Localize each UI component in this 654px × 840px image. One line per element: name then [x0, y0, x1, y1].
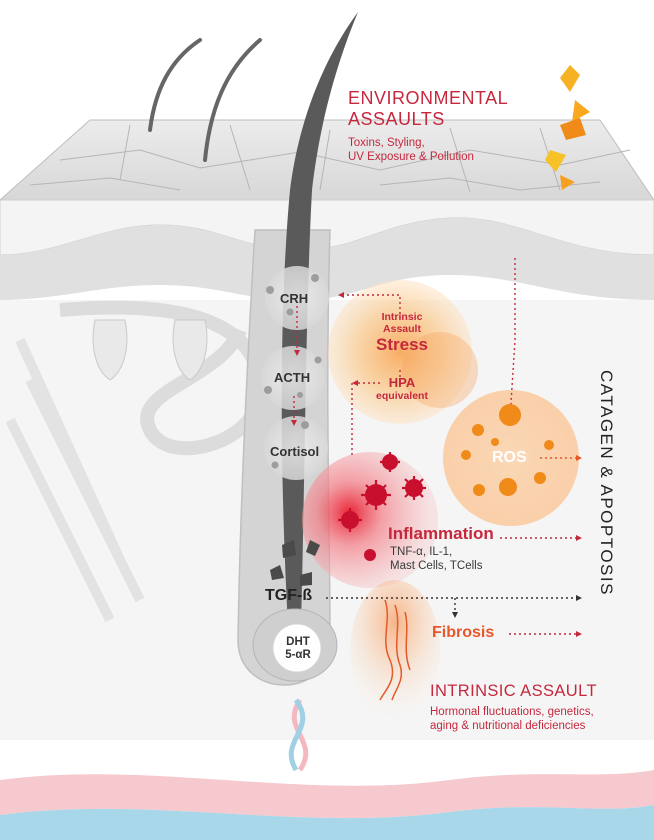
- crh-label: CRH: [280, 291, 308, 306]
- environmental-subtitle: Toxins, Styling, UV Exposure & Pollution: [348, 136, 474, 164]
- ros-label: ROS: [492, 449, 527, 467]
- cortisol-label: Cortisol: [270, 444, 319, 459]
- stress-label: Intrinsic Assault Stress: [366, 311, 438, 355]
- hpa-line1: HPA: [366, 375, 438, 390]
- intrinsic-title: INTRINSIC ASSAULT: [430, 682, 597, 701]
- environmental-title-line2: ASSAULTS: [348, 109, 508, 130]
- stress-line3: Stress: [366, 335, 438, 355]
- stress-line1: Intrinsic: [366, 311, 438, 323]
- fibrosis-glow: [350, 580, 440, 720]
- tgf-label: TGF-ß: [265, 587, 312, 605]
- stress-line2: Assault: [366, 323, 438, 335]
- catagen-label: CATAGEN & APOPTOSIS: [596, 370, 616, 596]
- fibrosis-label: Fibrosis: [432, 624, 494, 642]
- hpa-line2: equivalent: [366, 390, 438, 403]
- inflammation-title: Inflammation: [388, 524, 494, 544]
- environmental-sub-line2: UV Exposure & Pollution: [348, 150, 474, 164]
- hpa-label: HPA equivalent: [366, 375, 438, 403]
- dht-line2: 5-αR: [278, 649, 318, 662]
- hair-strand-back-1: [150, 40, 200, 130]
- acth-label: ACTH: [274, 370, 310, 385]
- environmental-sub-line1: Toxins, Styling,: [348, 136, 474, 150]
- intrinsic-line1: Hormonal fluctuations, genetics,: [430, 705, 594, 719]
- dht-label: DHT 5-αR: [278, 636, 318, 662]
- inflammation-line2: Mast Cells, TCells: [390, 559, 482, 573]
- inflammation-line1: TNF-α, IL-1,: [390, 545, 482, 559]
- intrinsic-line2: aging & nutritional deficiencies: [430, 719, 594, 733]
- intrinsic-details: Hormonal fluctuations, genetics, aging &…: [430, 705, 594, 733]
- environmental-title-line1: ENVIRONMENTAL: [348, 88, 508, 109]
- environmental-title: ENVIRONMENTAL ASSAULTS: [348, 88, 508, 130]
- dht-line1: DHT: [278, 636, 318, 649]
- inflammation-details: TNF-α, IL-1, Mast Cells, TCells: [390, 545, 482, 573]
